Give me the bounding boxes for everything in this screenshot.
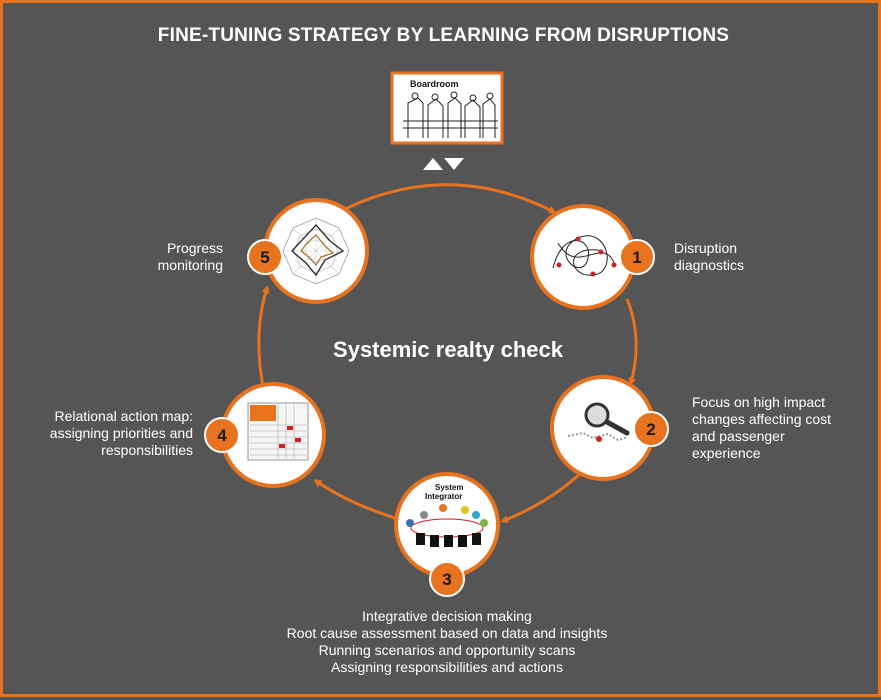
step-2-node: 2 <box>550 375 669 481</box>
step-5-label-line: Progress <box>166 240 223 256</box>
step-4-label: Relational action map: assigning priorit… <box>23 408 193 459</box>
step-4-label-line: Relational action map: <box>54 408 193 424</box>
integrator-label-line1: System <box>435 483 463 492</box>
step-3-label-line: Assigning responsibilities and actions <box>331 659 563 675</box>
step-2-label-line: experience <box>692 445 761 461</box>
meeting-icon <box>406 504 488 547</box>
step-4-label-line: assigning priorities and <box>49 425 193 441</box>
step-2-badge <box>633 411 669 447</box>
step-5-number: 5 <box>260 248 269 267</box>
step-2-label: Focus on high impact changes affecting c… <box>692 394 831 462</box>
step-1-node: 1 <box>530 204 655 310</box>
step-3-badge <box>429 561 465 597</box>
step-4-badge <box>204 417 240 453</box>
step-2-label-line: Focus on high impact <box>692 394 826 410</box>
boardroom-image: Boardroom <box>390 71 504 145</box>
arc-1-to-2 <box>625 298 638 386</box>
step-1-label: Disruption diagnostics <box>674 240 744 274</box>
step-5-label: Progress monitoring <box>103 240 223 274</box>
step-5-node: 5 <box>247 198 369 304</box>
arc-4-to-5 <box>257 285 270 387</box>
step-3-label-line: Running scenarios and opportunity scans <box>318 642 576 658</box>
step-2-label-line: changes affecting cost <box>692 411 832 427</box>
step-4-label-line: responsibilities <box>101 442 193 458</box>
arc-3-to-4 <box>313 479 396 520</box>
up-down-arrows-icon <box>423 158 464 170</box>
step-1-label-line: diagnostics <box>674 257 745 273</box>
step-5-label-line: monitoring <box>157 257 223 273</box>
step-1-badge <box>619 239 655 275</box>
step-1-number: 1 <box>632 248 641 267</box>
center-label: Systemic realty check <box>333 337 563 362</box>
diagram-title: FINE-TUNING STRATEGY BY LEARNING FROM DI… <box>157 25 730 46</box>
step-4-node: 4 <box>204 382 326 488</box>
cycle-diagram: Boardroom <box>204 71 669 597</box>
action-map-icon <box>247 402 309 461</box>
radar-chart-icon <box>282 217 350 285</box>
arc-2-to-3 <box>500 471 583 523</box>
step-3-node: System Integrator 3 <box>394 472 500 597</box>
magnifier-icon <box>567 402 630 442</box>
step-3-label: Integrative decision making Root cause a… <box>243 608 651 676</box>
cycle-ring <box>257 183 638 523</box>
integrator-label-line2: Integrator <box>425 492 462 501</box>
step-3-label-line: Root cause assessment based on data and … <box>286 625 608 641</box>
boardroom-label: Boardroom <box>410 79 459 89</box>
step-5-badge <box>247 239 283 275</box>
step-2-number: 2 <box>646 420 655 439</box>
arc-5-to-1 <box>340 183 557 214</box>
step-2-label-line: and passenger <box>692 428 785 444</box>
step-3-number: 3 <box>442 570 451 589</box>
step-4-number: 4 <box>217 426 227 445</box>
step-1-label-line: Disruption <box>674 240 738 256</box>
step-3-label-line: Integrative decision making <box>362 608 532 624</box>
